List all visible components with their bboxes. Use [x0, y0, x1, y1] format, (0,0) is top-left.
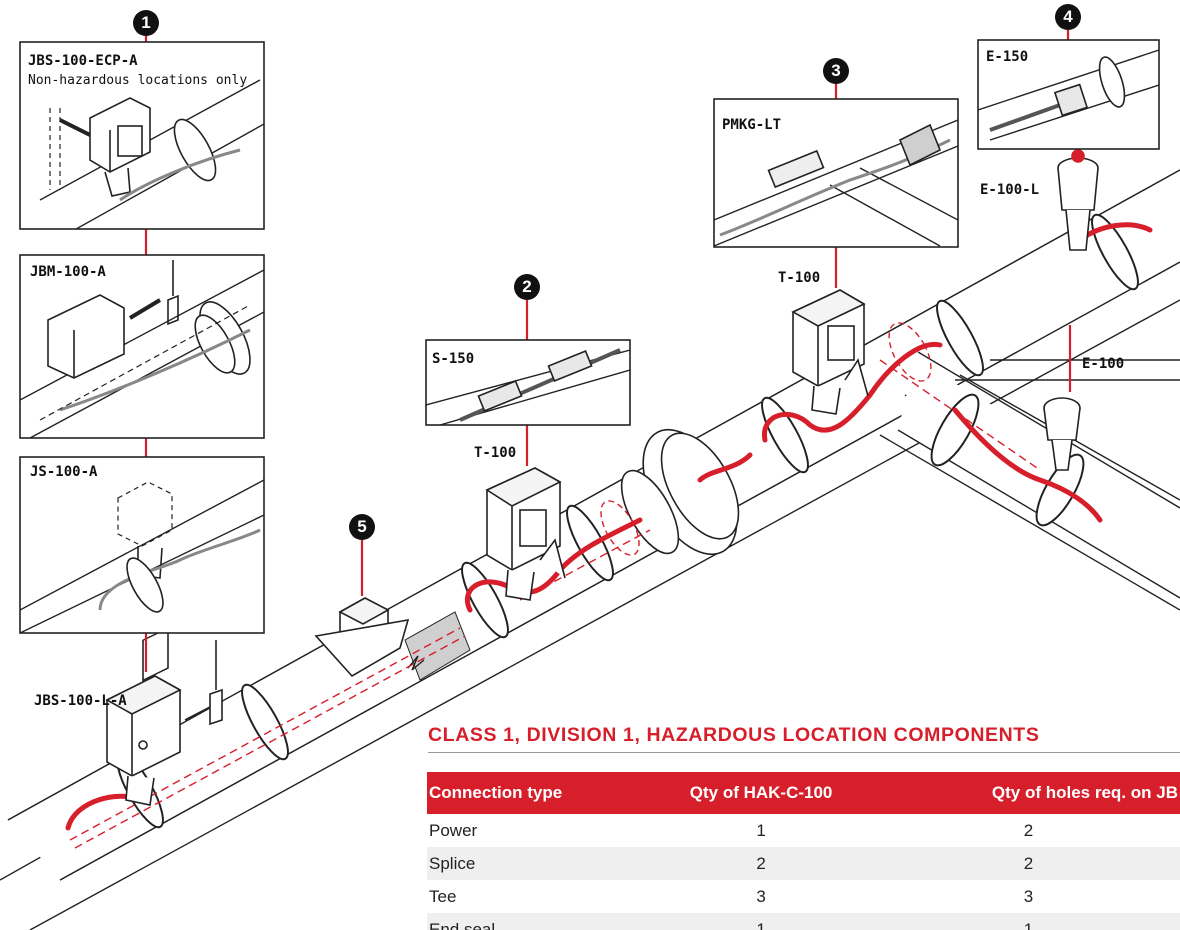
cell-connection-type: Tee — [429, 886, 457, 906]
inset-js-100-a — [19, 456, 265, 634]
table-row: End seal 1 1 — [427, 913, 1180, 930]
jbs-100-l-a-box — [105, 626, 223, 806]
e-100-l-seal — [1057, 149, 1099, 251]
table-header-row: Connection type Qty of HAK-C-100 Qty of … — [427, 772, 1180, 814]
table-row: Tee 3 3 — [427, 880, 1180, 913]
label-jbs-100-ecp-a-note: Non-hazardous locations only — [28, 73, 248, 88]
inset-s-150 — [425, 339, 631, 426]
inset-e-150 — [977, 39, 1160, 150]
label-jbs-100-l-a: JBS-100-L-A — [34, 693, 127, 709]
label-jbs-100-ecp-a: JBS-100-ECP-A — [28, 53, 138, 69]
cell-qty-hak: 1 — [756, 820, 766, 840]
label-jbm-100-a: JBM-100-A — [30, 264, 106, 280]
cell-qty-holes: 1 — [876, 913, 1180, 930]
cell-connection-type: End seal — [427, 913, 646, 930]
label-e-100: E-100 — [1082, 356, 1125, 372]
pipe-flange — [620, 428, 740, 556]
t-100-box-a — [485, 467, 566, 601]
label-js-100-a: JS-100-A — [30, 464, 98, 480]
callout-marker-4: 4 — [1055, 4, 1081, 30]
cell-qty-hak: 2 — [645, 847, 877, 880]
t-100-box-b — [791, 289, 869, 415]
inset-pmkg-lt — [713, 98, 959, 248]
title-divider — [428, 752, 1180, 753]
cell-qty-holes: 2 — [1023, 820, 1034, 840]
inset-jbs-100-ecp-a — [19, 41, 265, 230]
components-table: Connection type Qty of HAK-C-100 Qty of … — [427, 772, 1180, 930]
label-t-100-right: T-100 — [778, 270, 821, 286]
heating-cable-dashed — [69, 359, 1041, 849]
cell-qty-holes: 2 — [876, 847, 1180, 880]
table-title: CLASS 1, DIVISION 1, HAZARDOUS LOCATION … — [428, 724, 1040, 746]
cell-qty-holes: 3 — [1023, 886, 1034, 906]
label-s-150: S-150 — [432, 351, 475, 367]
column-header-qty-holes: Qty of holes req. on JB — [876, 772, 1180, 814]
raised-box — [314, 597, 410, 678]
callout-marker-2: 2 — [514, 274, 540, 300]
cell-connection-type: Splice — [427, 847, 646, 880]
cell-connection-type: Power — [429, 820, 478, 840]
table-row: Power 1 2 — [427, 814, 1180, 847]
label-e-100-l: E-100-L — [980, 182, 1040, 198]
label-t-100-left: T-100 — [474, 445, 517, 461]
label-e-150: E-150 — [986, 49, 1029, 65]
callout-lines — [144, 30, 1072, 672]
cell-qty-hak: 3 — [756, 886, 766, 906]
callout-marker-5: 5 — [349, 514, 375, 540]
table-row: Splice 2 2 — [427, 847, 1180, 880]
column-header-qty-hak: Qty of HAK-C-100 — [645, 772, 877, 814]
inset-jbm-100-a — [19, 254, 265, 439]
e-100-seal — [1043, 397, 1081, 471]
callout-marker-1: 1 — [133, 10, 159, 36]
cell-qty-hak: 1 — [645, 913, 877, 930]
column-header-connection-type: Connection type — [427, 772, 646, 814]
callout-marker-3: 3 — [823, 58, 849, 84]
label-pmkg-lt: PMKG-LT — [722, 117, 782, 133]
